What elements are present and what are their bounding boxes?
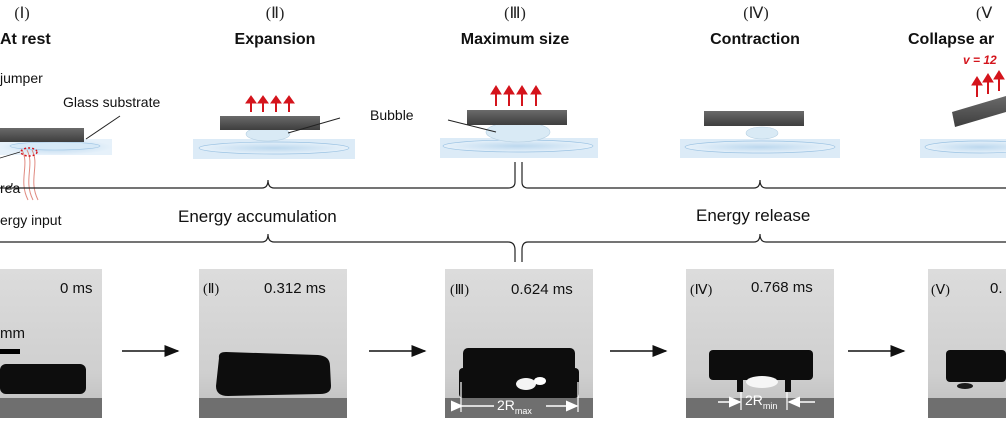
label-energy-input: ergy input: [0, 212, 61, 228]
stage-5-numeral: (Ⅴ: [976, 3, 1006, 23]
bubble: [746, 127, 778, 139]
brace-energy-release: [522, 162, 1006, 188]
stage-3-schematic: [440, 110, 598, 158]
stage-2-title: Expansion: [205, 31, 345, 49]
label-heating-area: rea: [0, 180, 20, 196]
frame-1-scale-label: mm: [0, 325, 25, 342]
stage-3-title: Maximum size: [440, 31, 590, 49]
jumper-plate: [704, 111, 804, 126]
stage-5-title: Collapse ar: [908, 31, 1006, 49]
substrate-leader-line: [86, 116, 120, 139]
laser-line: [22, 150, 28, 200]
stage-1-title: At rest: [0, 31, 62, 49]
frame-4-tag: (Ⅳ): [690, 282, 712, 299]
frame-2-tag: (Ⅱ): [203, 281, 219, 298]
stage-2-schematic: [193, 116, 355, 159]
stage-4-schematic: [680, 111, 840, 158]
stage-3-force-arrows: [491, 86, 541, 106]
label-jumper: jumper: [0, 70, 43, 86]
scale-bar: [0, 349, 20, 354]
phase-energy-accumulation: Energy accumulation: [178, 207, 337, 227]
label-velocity: v = 12: [963, 53, 997, 67]
jumper-plate: [467, 110, 567, 125]
jumper-plate: [0, 128, 84, 142]
frame-3-measure-label: 2Rmax: [497, 397, 532, 416]
frame-4-time: 0.768 ms: [751, 279, 813, 296]
frame-3-tag: (Ⅲ): [450, 282, 469, 299]
frame-1-time: 0 ms: [60, 280, 93, 297]
frame-4-measure-label: 2Rmin: [745, 392, 777, 411]
stage-1-numeral: (Ⅰ): [2, 3, 42, 23]
jumper-plate-tilted: [952, 96, 1006, 127]
frame-5-time: 0.: [990, 280, 1003, 297]
stage-5-schematic: [920, 96, 1006, 158]
phase-energy-release: Energy release: [696, 206, 810, 226]
frame-2-time: 0.312 ms: [264, 280, 326, 297]
brace-lower-accumulation: [0, 234, 515, 262]
bubble-bright: [516, 378, 536, 390]
stage-4-title: Contraction: [685, 31, 825, 49]
frame-5-tag: (Ⅴ): [931, 282, 950, 299]
label-glass-substrate: Glass substrate: [63, 94, 160, 110]
brace-lower-release: [522, 234, 1006, 262]
brace-energy-accumulation: [0, 162, 515, 188]
stage-2-force-arrows: [246, 96, 294, 112]
label-bubble: Bubble: [370, 107, 414, 123]
frame-3-time: 0.624 ms: [511, 281, 573, 298]
stage-2-numeral: (Ⅱ): [255, 3, 295, 23]
stage-3-numeral: (Ⅲ): [495, 3, 535, 23]
stage-4-numeral: (Ⅳ): [736, 3, 776, 23]
stage-5-force-arrows: [972, 71, 1004, 97]
bubble-bright: [746, 376, 778, 388]
